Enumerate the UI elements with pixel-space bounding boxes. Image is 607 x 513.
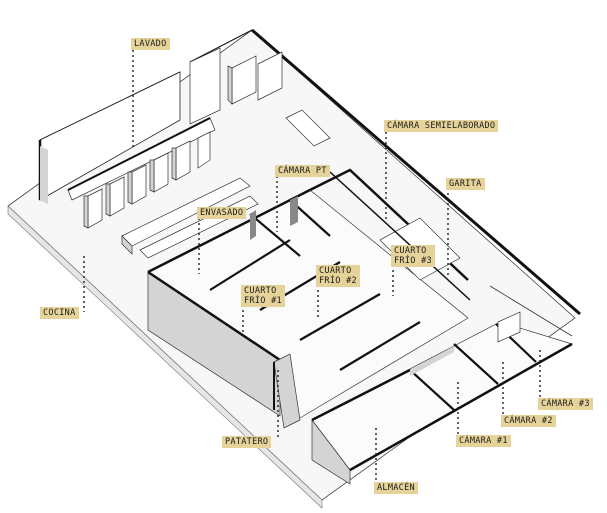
lavado-equipment (83, 131, 211, 229)
label-camara-pt: CÁMARA PT (275, 165, 330, 177)
camaras-block (311, 285, 573, 485)
leader-lines (83, 50, 541, 484)
label-envasado: ENVASADO (197, 207, 247, 219)
label-garita: GARITA (446, 178, 485, 190)
label-patatero: PATATERO (222, 436, 272, 448)
patatero-room (273, 353, 301, 429)
label-lavado: LAVADO (131, 38, 170, 50)
label-camara-semielaborado: CÁMARA SEMIELABORADO (384, 120, 499, 132)
label-almacen: ALMACÉN (374, 482, 418, 494)
label-cuarto-frio-1: CUARTO FRÍO #1 (241, 285, 285, 307)
label-camara-3: CÁMARA #3 (538, 398, 593, 410)
lavado-room (38, 71, 216, 204)
label-camara-2: CÁMARA #2 (501, 415, 556, 427)
label-camara-1: CÁMARA #1 (456, 435, 511, 447)
label-cuarto-frio-3: CUARTO FRÍO #3 (391, 245, 435, 267)
floor-slab-edge (7, 205, 323, 509)
label-cocina: COCINA (40, 307, 79, 319)
upper-blocks (189, 47, 331, 147)
label-cuarto-frio-2: CUARTO FRÍO #2 (316, 265, 360, 287)
